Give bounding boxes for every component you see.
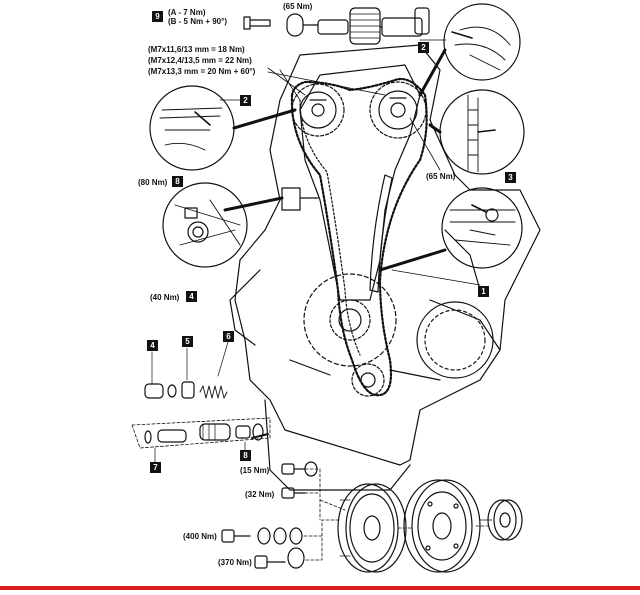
torque-cam-gear: (65 Nm) xyxy=(283,2,313,11)
detail-circle-tensioner xyxy=(162,182,248,268)
engine-block-inner xyxy=(299,64,421,301)
detail-circle-right-top xyxy=(443,3,521,81)
callout-1: 1 xyxy=(478,286,489,297)
engine-block-outline xyxy=(234,44,541,466)
torque-15nm: (15 Nm) xyxy=(240,466,270,475)
torque-370nm: (370 Nm) xyxy=(218,558,252,567)
torque-m7-1: (M7x11,6/13 mm = 18 Nm) xyxy=(148,45,245,54)
crank-pulley xyxy=(337,483,407,573)
callout-8-top: 8 xyxy=(172,176,183,187)
tensioner-spring xyxy=(199,385,228,399)
callout-4-top: 4 xyxy=(186,291,197,302)
torque-cam-right: (65 Nm) xyxy=(426,172,456,181)
callout-2-left: 2 xyxy=(240,95,251,106)
callout-3: 3 xyxy=(505,172,516,183)
callout-2-right: 2 xyxy=(418,42,429,53)
torque-tensioner-bottom: (40 Nm) xyxy=(150,293,180,302)
damper-pulley xyxy=(403,479,481,573)
dashed-box-7 xyxy=(131,417,271,449)
callout-6: 6 xyxy=(223,331,234,342)
torque-m7-3: (M7x13,3 mm = 20 Nm + 60°) xyxy=(148,67,256,76)
callout-5: 5 xyxy=(182,336,193,347)
torque-a: (A - 7 Nm) xyxy=(168,8,206,17)
torque-tensioner-top: (80 Nm) xyxy=(138,178,168,187)
callout-7: 7 xyxy=(150,462,161,473)
torque-m7-2: (M7x12,4/13,5 mm = 22 Nm) xyxy=(148,56,252,65)
tensioner-body xyxy=(144,383,164,399)
detail-circle-right-bottom xyxy=(441,187,523,269)
oil-pump-sprocket xyxy=(351,363,385,397)
bolt-370nm xyxy=(254,547,305,569)
tensioner-piston xyxy=(181,381,195,399)
bolt-400nm xyxy=(221,527,303,545)
crank-sprocket xyxy=(329,299,371,341)
torque-400nm: (400 Nm) xyxy=(183,532,217,541)
bolt-32nm xyxy=(281,487,306,499)
callout-9: 9 xyxy=(152,11,163,22)
torque-32nm: (32 Nm) xyxy=(245,490,275,499)
bottom-accent-bar xyxy=(0,586,640,590)
oil-pan-outline xyxy=(264,399,411,491)
arrow-to-block xyxy=(251,433,269,439)
detail-circle-left-top xyxy=(149,85,235,171)
callout-4: 4 xyxy=(147,340,158,351)
chain-guide xyxy=(369,174,393,293)
washer-65nm xyxy=(286,13,304,37)
callout-8-bottom: 8 xyxy=(240,450,251,461)
hub-flange xyxy=(479,499,523,541)
torque-b: (B - 5 Nm + 90°) xyxy=(168,17,227,26)
bolt-9 xyxy=(243,16,271,30)
